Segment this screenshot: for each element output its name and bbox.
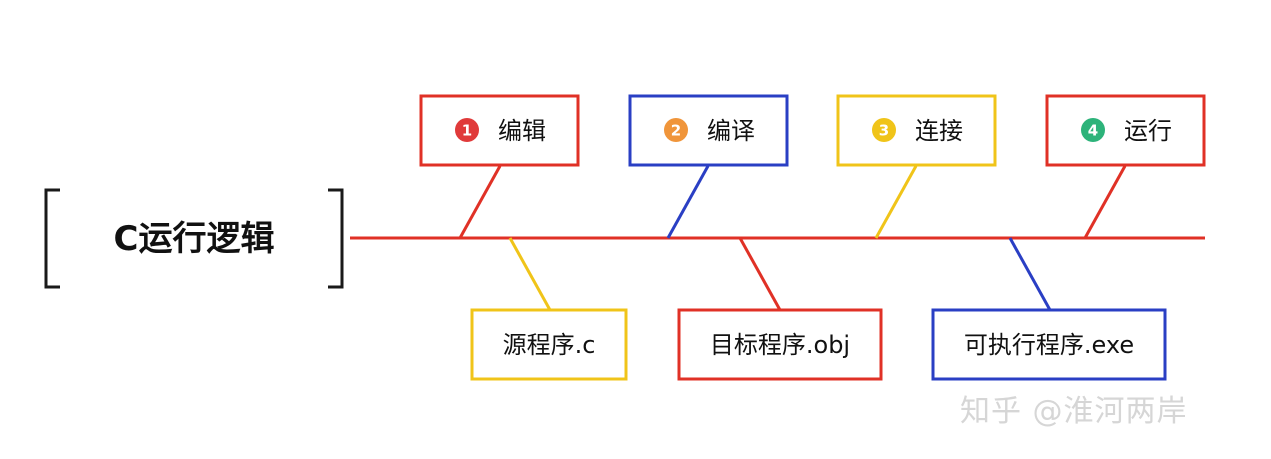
- step-3-number: 3: [879, 122, 889, 140]
- step-4-number: 4: [1088, 122, 1098, 140]
- step-3-label: 连接: [915, 117, 963, 145]
- step-1-connector: [458, 165, 502, 239]
- step-2-number: 2: [671, 122, 681, 140]
- step-3-badge: [872, 118, 896, 142]
- step-2-connector: [666, 165, 710, 239]
- step-1-number: 1: [462, 122, 472, 140]
- right-bracket: [328, 188, 344, 289]
- step-box-2: 2 编译: [628, 94, 789, 167]
- output-box-3: 可执行程序.exe: [931, 308, 1167, 381]
- step-2-badge: [664, 118, 688, 142]
- output-2-label: 目标程序.obj: [710, 331, 850, 359]
- step-4-connector: [1083, 165, 1127, 239]
- step-box-3: 3 连接: [836, 94, 997, 167]
- output-3-label: 可执行程序.exe: [964, 331, 1134, 359]
- step-1-badge: [455, 118, 479, 142]
- step-4-label: 运行: [1124, 117, 1172, 145]
- left-bracket: [44, 188, 60, 289]
- output-2-connector: [738, 237, 782, 311]
- watermark-text: 知乎 @淮河两岸: [960, 394, 1188, 429]
- output-box-2: 目标程序.obj: [677, 308, 883, 381]
- diagram-title: C运行逻辑: [114, 219, 275, 259]
- output-1-connector: [508, 237, 552, 311]
- step-4-badge: [1081, 118, 1105, 142]
- step-box-4: 4 运行: [1045, 94, 1206, 167]
- step-2-label: 编译: [707, 117, 755, 145]
- output-3-connector: [1008, 237, 1052, 311]
- step-box-1: 1 编辑: [419, 94, 580, 167]
- step-3-connector: [874, 165, 918, 239]
- step-1-label: 编辑: [498, 117, 546, 145]
- output-1-label: 源程序.c: [503, 331, 596, 359]
- output-box-1: 源程序.c: [470, 308, 628, 381]
